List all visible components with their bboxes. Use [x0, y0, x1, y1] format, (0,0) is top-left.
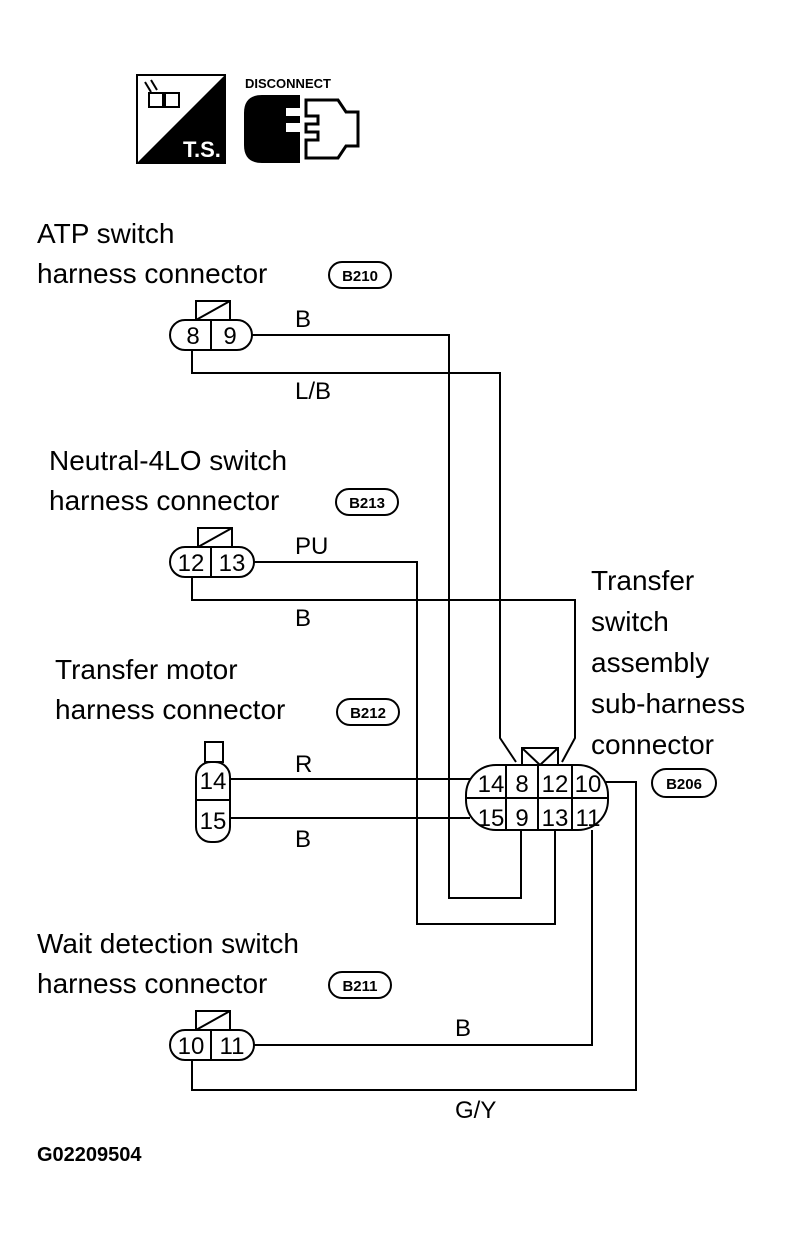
atp-pin-9: 9	[223, 323, 236, 350]
wait-title-line1: Wait detection switch	[37, 928, 299, 959]
disconnect-label: DISCONNECT	[245, 76, 331, 91]
atp-pin-8: 8	[186, 323, 199, 350]
disconnect-icon: DISCONNECT	[244, 76, 360, 163]
wait-pin-10: 10	[178, 1033, 205, 1060]
atp-code: B210	[342, 268, 378, 285]
motor-title-line1: Transfer motor	[55, 654, 238, 685]
neutral-code: B213	[349, 495, 385, 512]
transfer-title-line2: switch	[591, 606, 669, 637]
motor-pin-14: 14	[200, 768, 227, 795]
atp-title-line2: harness connector	[37, 258, 267, 289]
transfer-pin-13: 13	[542, 805, 569, 832]
wire-label-atp-8: L/B	[295, 378, 331, 405]
wire-label-neutral-13: PU	[295, 533, 328, 560]
wait-pin-11: 11	[220, 1033, 245, 1060]
motor-pin-15: 15	[200, 808, 227, 835]
motor-title-line2: harness connector	[55, 694, 285, 725]
transfer-pin-8: 8	[515, 771, 528, 798]
atp-code-badge	[328, 261, 392, 289]
transfer-switch-sub-harness-connector: Transfer switch assembly sub-harness con…	[465, 565, 745, 832]
transfer-code: B206	[666, 776, 702, 793]
wait-code: B211	[342, 978, 377, 995]
wire-labels: B L/B PU B R B B G/Y	[295, 306, 496, 1124]
transfer-pin-12: 12	[542, 771, 569, 798]
wait-code-badge	[328, 971, 392, 999]
atp-title-line1: ATP switch	[37, 218, 174, 249]
neutral-title-line1: Neutral-4LO switch	[49, 445, 287, 476]
figure-code: G02209504	[37, 1144, 142, 1166]
wire-label-motor-14: R	[295, 751, 312, 778]
transfer-pin-10: 10	[575, 771, 602, 798]
wire-label-motor-15: B	[295, 826, 311, 853]
neutral-code-badge	[335, 488, 399, 516]
wires	[191, 334, 637, 1091]
transfer-pin-11: 11	[576, 805, 601, 832]
transfer-motor-connector: Transfer motor harness connector B212 14…	[55, 654, 400, 843]
tech-support-icon: T.S.	[136, 74, 226, 164]
motor-code: B212	[350, 705, 386, 722]
wire-label-wait-10: G/Y	[455, 1097, 496, 1124]
transfer-title-line3: assembly	[591, 647, 709, 678]
wire-label-wait-11: B	[455, 1015, 471, 1042]
wire-label-neutral-12: B	[295, 605, 311, 632]
neutral-4lo-switch-connector: Neutral-4LO switch harness connector B21…	[49, 445, 399, 578]
neutral-pin-13: 13	[219, 550, 246, 577]
transfer-title-line5: connector	[591, 729, 714, 760]
neutral-title-line2: harness connector	[49, 485, 279, 516]
transfer-pin-9: 9	[515, 805, 528, 832]
ts-label: T.S.	[183, 137, 221, 162]
atp-switch-connector: ATP switch harness connector B210 8 9	[37, 218, 392, 351]
transfer-pin-14: 14	[478, 771, 505, 798]
wait-title-line2: harness connector	[37, 968, 267, 999]
wait-detection-switch-connector: Wait detection switch harness connector …	[37, 928, 392, 1061]
transfer-code-badge	[651, 768, 717, 798]
transfer-pin-15: 15	[478, 805, 505, 832]
transfer-title-line1: Transfer	[591, 565, 694, 596]
transfer-title-line4: sub-harness	[591, 688, 745, 719]
wire-label-atp-9: B	[295, 306, 311, 333]
motor-code-badge	[336, 698, 400, 726]
neutral-pin-12: 12	[178, 550, 205, 577]
